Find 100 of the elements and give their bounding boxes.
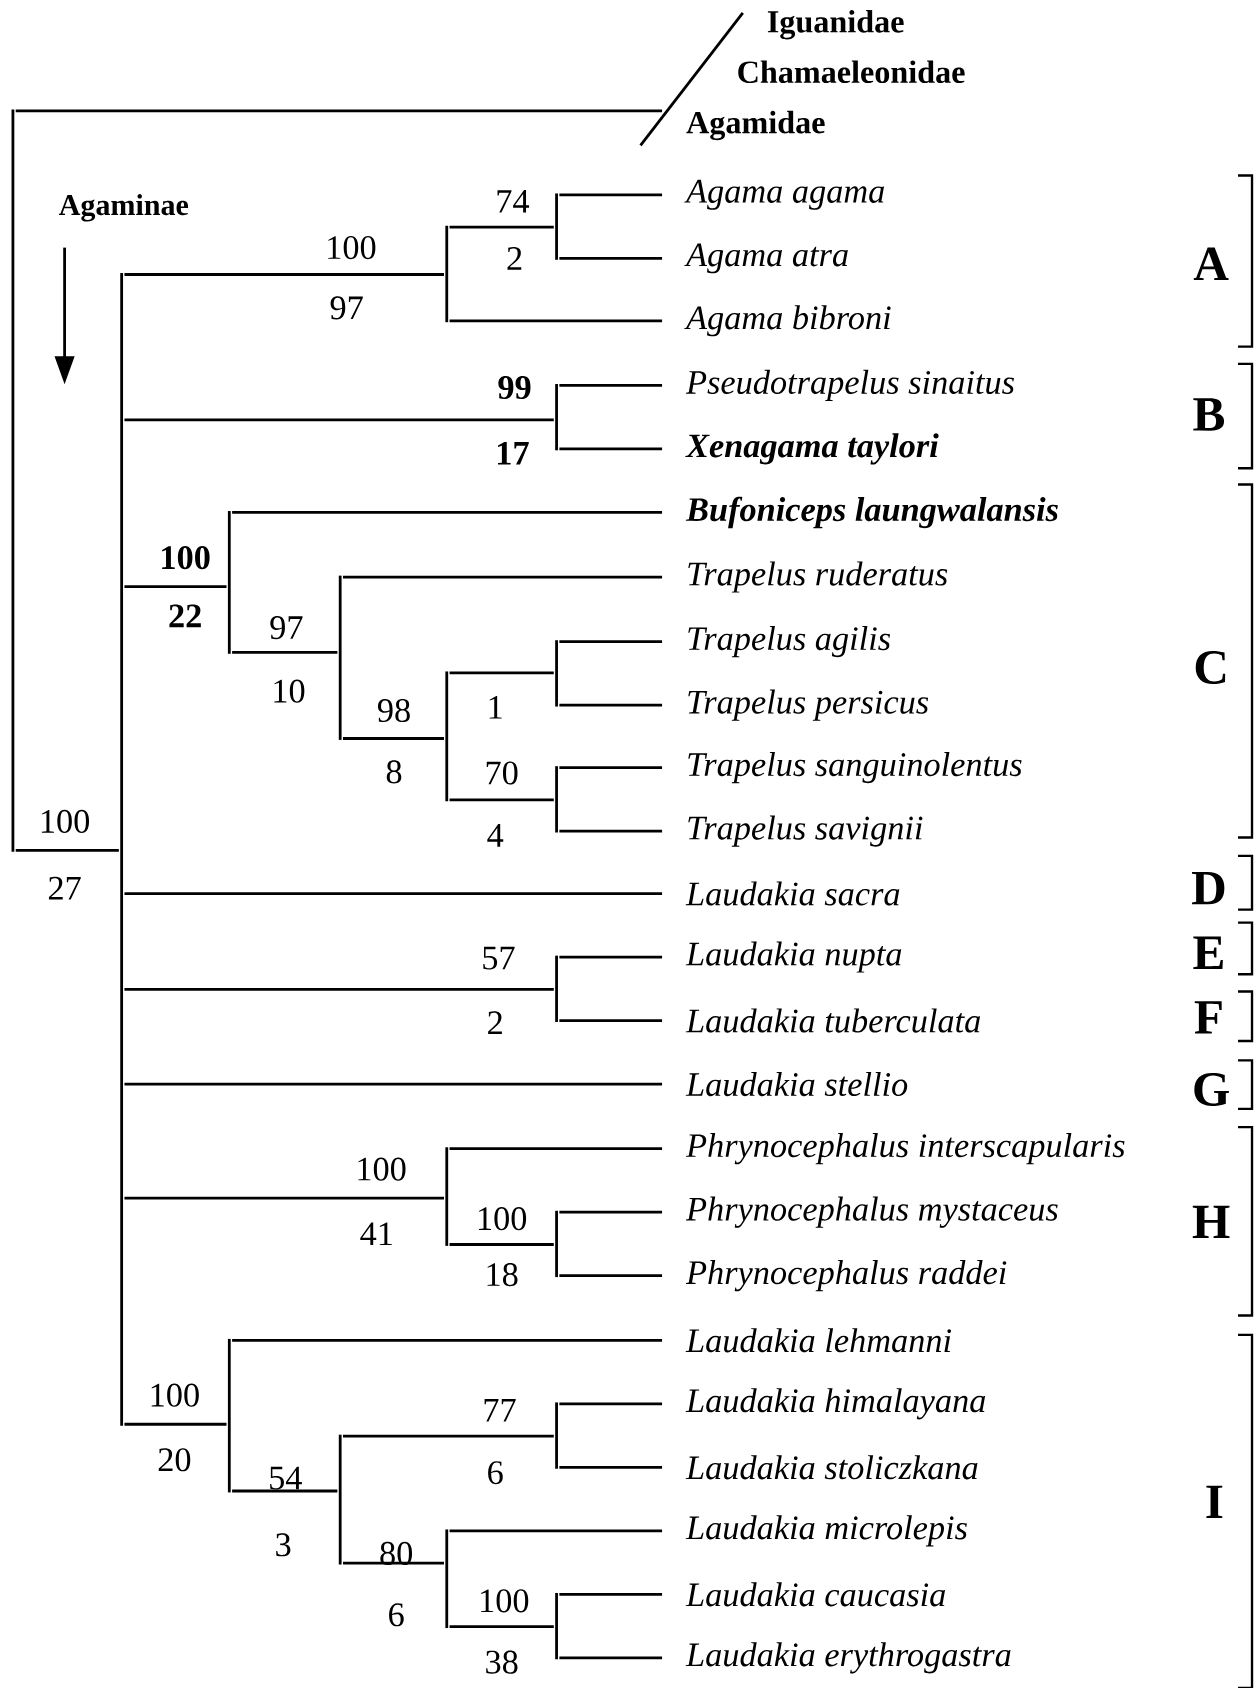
- support-value: 27: [48, 876, 81, 900]
- branch-bar: [555, 193, 558, 260]
- taxon-label: Trapelus agilis: [688, 626, 890, 658]
- clade-letter: G: [1194, 1072, 1229, 1107]
- branch-line: [559, 766, 662, 769]
- branch-line: [449, 319, 662, 323]
- branch-line: [342, 1561, 444, 1565]
- taxon-label: Laudakia himalayana: [685, 1388, 985, 1420]
- branch-bar: [445, 1147, 448, 1246]
- branch-line: [559, 1274, 662, 1278]
- branch-line: [124, 273, 444, 276]
- taxon-label: Laudakia caucasia: [685, 1582, 945, 1607]
- branch-bar: [555, 1592, 558, 1660]
- support-value: 100: [478, 1207, 526, 1231]
- branch-line: [342, 575, 662, 579]
- branch-line: [124, 1082, 662, 1086]
- branch-line: [231, 511, 662, 514]
- branch-bar: [555, 955, 558, 1022]
- branch-line: [449, 1243, 554, 1246]
- support-value: 22: [169, 604, 201, 628]
- taxon-label: Laudakia sacra: [685, 881, 900, 906]
- branch-line: [15, 849, 119, 852]
- taxon-label: Laudakia nupta: [685, 941, 902, 973]
- taxon-label: Chamaeleonidae: [738, 60, 965, 84]
- branch-bar: [445, 225, 448, 323]
- branch-line: [559, 1592, 662, 1596]
- branch-bar: [555, 1402, 558, 1469]
- branch-line: [559, 829, 662, 833]
- clade-name: Agaminae: [58, 194, 188, 222]
- branch-bar: [555, 766, 558, 833]
- taxon-label: Agama bibroni: [684, 305, 891, 337]
- branch-line: [449, 1529, 662, 1533]
- branch-bar: [227, 1338, 231, 1493]
- support-value: 100: [480, 1589, 529, 1613]
- branch-line: [342, 1434, 554, 1438]
- branch-line: [559, 703, 662, 707]
- branch-line: [559, 1210, 662, 1214]
- support-value: 100: [328, 236, 376, 260]
- taxon-label: Bufoniceps laungwalansis: [685, 496, 1058, 529]
- support-value: 10: [274, 679, 305, 703]
- support-value: 4: [487, 824, 504, 847]
- taxon-label: Trapelus savignii: [688, 815, 923, 847]
- branch-line: [124, 1422, 227, 1426]
- support-value: 98: [377, 698, 410, 723]
- branch-bar: [11, 109, 15, 852]
- taxon-label: Agama agama: [684, 179, 884, 210]
- clade-letter: A: [1193, 247, 1229, 281]
- clade-letter: D: [1191, 871, 1225, 905]
- branch-line: [449, 671, 554, 675]
- support-value: 18: [487, 1263, 518, 1287]
- support-value: 3: [276, 1533, 291, 1557]
- taxon-label: Laudakia stellio: [685, 1072, 908, 1097]
- taxon-label: Pseudotrapelus sinaitus: [685, 369, 1014, 401]
- support-value: 41: [360, 1222, 392, 1246]
- support-value: 97: [270, 616, 303, 640]
- support-value: 54: [269, 1466, 302, 1490]
- branch-line: [231, 651, 338, 654]
- taxon-label: Xenagama taylori: [685, 433, 939, 465]
- branch-line: [559, 1402, 662, 1406]
- support-value: 38: [486, 1650, 518, 1674]
- branch-line: [449, 798, 554, 802]
- taxon-label: Phrynocephalus raddei: [685, 1260, 1007, 1292]
- clade-letter: I: [1206, 1485, 1223, 1518]
- clade-letter: F: [1194, 1001, 1222, 1034]
- branch-line: [559, 955, 662, 959]
- support-value: 6: [388, 1603, 404, 1627]
- support-value: 2: [488, 1011, 502, 1035]
- branch-line: [559, 1465, 662, 1469]
- branch-bar: [120, 273, 123, 1426]
- support-value: 97: [330, 296, 363, 320]
- clade-letter: C: [1195, 650, 1225, 685]
- taxon-label: Laudakia erythrogastra: [685, 1642, 1011, 1674]
- branch-line: [449, 1147, 662, 1151]
- branch-line: [342, 737, 444, 740]
- taxon-label: Laudakia microlepis: [685, 1515, 967, 1547]
- branch-line: [124, 987, 554, 991]
- branch-bar: [555, 640, 558, 707]
- taxon-label: Laudakia stoliczkana: [685, 1455, 978, 1480]
- taxon-label: Trapelus sanguinolentus: [688, 752, 1022, 784]
- support-value: 100: [358, 1157, 406, 1181]
- support-value: 1: [489, 695, 502, 719]
- branch-line: [124, 418, 554, 422]
- branch-bar: [338, 575, 342, 740]
- support-value: 74: [497, 190, 529, 213]
- support-value: 99: [498, 376, 531, 400]
- branch-line: [231, 1489, 338, 1493]
- branch-bar: [227, 511, 231, 654]
- support-value: 17: [497, 441, 529, 465]
- taxon-label: Iguanidae: [767, 10, 904, 40]
- branch-line: [124, 585, 227, 589]
- support-value: 20: [158, 1448, 191, 1472]
- taxon-label: Phrynocephalus interscapularis: [685, 1133, 1125, 1165]
- clade-letter: B: [1193, 398, 1224, 431]
- clade-letter: H: [1192, 1205, 1230, 1239]
- support-value: 70: [486, 761, 518, 785]
- support-value: 100: [41, 809, 89, 833]
- support-value: 6: [487, 1461, 503, 1485]
- branch-line: [559, 447, 662, 451]
- branch-line: [15, 109, 662, 113]
- clade-letter: E: [1193, 936, 1223, 969]
